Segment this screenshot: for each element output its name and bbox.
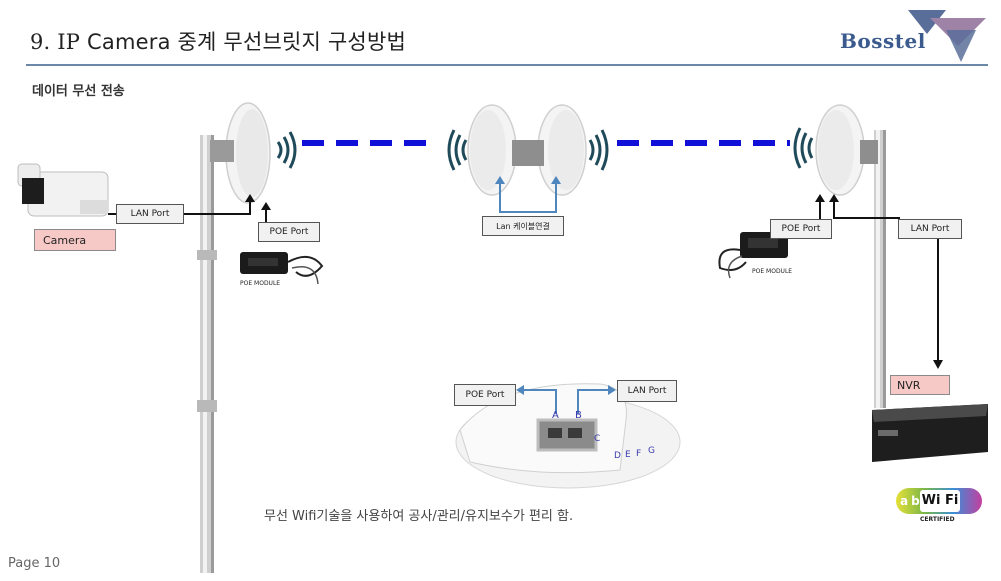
left-pole xyxy=(197,135,217,573)
right-pole xyxy=(874,130,886,408)
title-divider xyxy=(26,64,988,66)
port-e-label: E xyxy=(625,450,631,460)
middle-antenna-right xyxy=(528,104,587,196)
left-poe-port-label: POE Port xyxy=(258,222,320,242)
port-d-label: D xyxy=(614,451,621,461)
left-poe-module-label: POE MODULE xyxy=(240,280,281,287)
wifi-waves-icon xyxy=(447,129,468,171)
port-a-label: A xyxy=(552,410,559,421)
camera-lan-port-label: LAN Port xyxy=(116,204,184,224)
title-number: 9. IP xyxy=(30,30,81,54)
page-number: Page 10 xyxy=(8,556,61,571)
wifi-certified-badge: abgn Wi Fi CERTIFIED xyxy=(896,486,982,526)
logo-mark xyxy=(908,10,986,62)
page-title: 9. IP Camera 중계 무선브릿지 구성방법 xyxy=(30,26,406,56)
caption: 무선 Wifi기술을 사용하여 공사/관리/유지보수가 편리 함. xyxy=(264,509,574,524)
wifi-certified-text: CERTIFIED xyxy=(920,516,955,523)
port-c-label: C xyxy=(594,434,601,444)
detail-lan-arrow xyxy=(577,389,610,414)
port-f-label: F xyxy=(636,449,642,459)
wifi-waves-icon xyxy=(588,129,609,171)
logo-text: Bosstel xyxy=(840,29,926,53)
left-antenna xyxy=(210,102,271,204)
camera-device xyxy=(17,163,109,217)
right-antenna xyxy=(815,104,878,196)
left-poe-module xyxy=(240,252,324,285)
wifi-waves-icon xyxy=(793,127,814,169)
lan-cable-label: Lan 케이블연결 xyxy=(482,216,564,236)
port-g-label: G xyxy=(648,446,655,456)
camera-label: Camera xyxy=(34,229,116,251)
right-lan-port-label: LAN Port xyxy=(898,219,962,239)
right-poe-module-label: POE MODULE xyxy=(752,268,793,275)
title-text: Camera 중계 무선브릿지 구성방법 xyxy=(87,30,406,54)
right-lan-link xyxy=(833,200,900,219)
wifi-waves-icon xyxy=(276,131,297,169)
wifi-main-text: Wi Fi xyxy=(920,490,960,512)
section-label: 데이터 무선 전송 xyxy=(32,84,125,99)
nvr-device xyxy=(872,404,988,462)
middle-lan-cable-link xyxy=(499,182,557,213)
detail-poe-port-label: POE Port xyxy=(454,384,516,406)
right-poe-port-label: POE Port xyxy=(770,219,832,239)
detail-poe-arrow xyxy=(522,389,557,414)
middle-antenna-left xyxy=(467,104,528,196)
detail-lan-port-label: LAN Port xyxy=(617,380,677,402)
nvr-label: NVR xyxy=(890,375,950,395)
port-b-label: B xyxy=(575,410,582,421)
